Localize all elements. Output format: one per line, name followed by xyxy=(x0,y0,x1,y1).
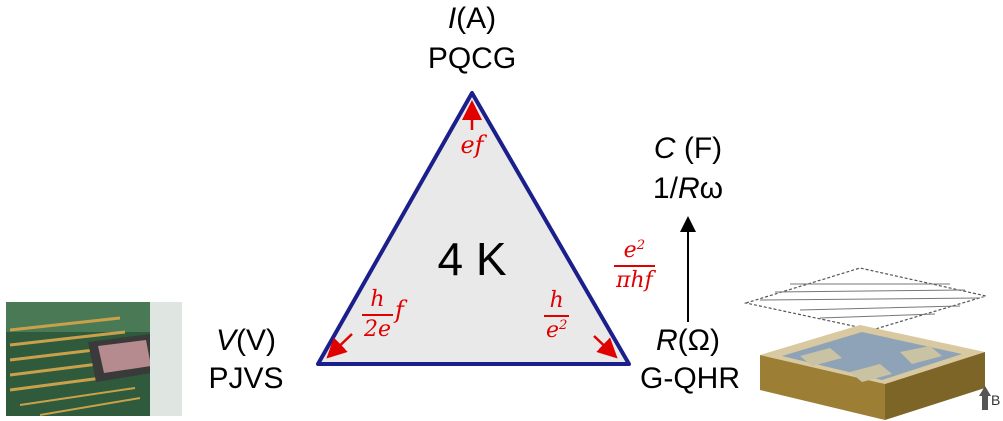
left-corner-fraction-bar xyxy=(362,314,393,316)
right-corner-denominator-exp: 2 xyxy=(559,318,567,333)
temperature-label: 4 K xyxy=(412,232,532,286)
current-unit: (A) xyxy=(456,2,496,35)
left-corner-denominator: 2e xyxy=(362,318,393,342)
capacitance-relation-label: 1/Rω xyxy=(628,172,748,206)
edge-relation-numerator: e2 xyxy=(622,239,647,263)
top-corner-formula: ef xyxy=(440,130,504,160)
voltage-quantity-symbol: V xyxy=(216,324,236,357)
left-corner-formula: h 2e f xyxy=(362,288,404,342)
pjvs-standard-label: PJVS xyxy=(186,362,306,396)
left-corner-fraction: h 2e xyxy=(362,288,393,342)
capacitance-relation-var: R xyxy=(678,172,700,205)
current-unit-label: I(A) xyxy=(412,2,532,36)
resistance-unit: (Ω) xyxy=(678,324,720,357)
resistance-quantity-symbol: R xyxy=(656,324,678,357)
gqhr-standard-label: G-QHR xyxy=(622,362,758,396)
edge-relation-formula: e2 πhf xyxy=(614,238,655,293)
capacitance-relation-prefix: 1/ xyxy=(653,172,678,205)
right-corner-denominator-base: e xyxy=(546,318,559,343)
right-corner-formula: h e2 xyxy=(544,288,569,343)
capacitance-unit: (F) xyxy=(676,132,723,165)
resistance-unit-label: R(Ω) xyxy=(638,324,738,358)
edge-relation-numerator-exp: 2 xyxy=(637,238,645,253)
josephson-array-chip-photo xyxy=(6,302,182,416)
right-corner-numerator: h xyxy=(548,289,566,313)
voltage-unit-label: V(V) xyxy=(196,324,296,358)
graphene-hall-bar-device-illustration xyxy=(746,268,991,420)
voltage-unit: (V) xyxy=(236,324,276,357)
capacitance-unit-label: C (F) xyxy=(628,132,748,166)
left-corner-suffix: f xyxy=(395,296,404,324)
capacitance-quantity-symbol: C xyxy=(654,132,676,165)
capacitance-relation-suffix: ω xyxy=(700,172,723,205)
edge-relation-fraction: e2 πhf xyxy=(614,239,655,293)
left-corner-numerator: h xyxy=(368,288,386,312)
edge-relation-fraction-bar xyxy=(614,265,655,267)
right-corner-denominator: e2 xyxy=(544,319,569,343)
pqcg-standard-label: PQCG xyxy=(392,42,552,76)
current-quantity-symbol: I xyxy=(448,2,456,35)
edge-relation-numerator-base: e xyxy=(624,238,637,263)
right-corner-fraction-bar xyxy=(544,315,569,317)
edge-relation-denominator: πhf xyxy=(614,269,655,293)
magnetic-field-label: B xyxy=(991,392,1000,408)
right-corner-fraction: h e2 xyxy=(544,289,569,343)
